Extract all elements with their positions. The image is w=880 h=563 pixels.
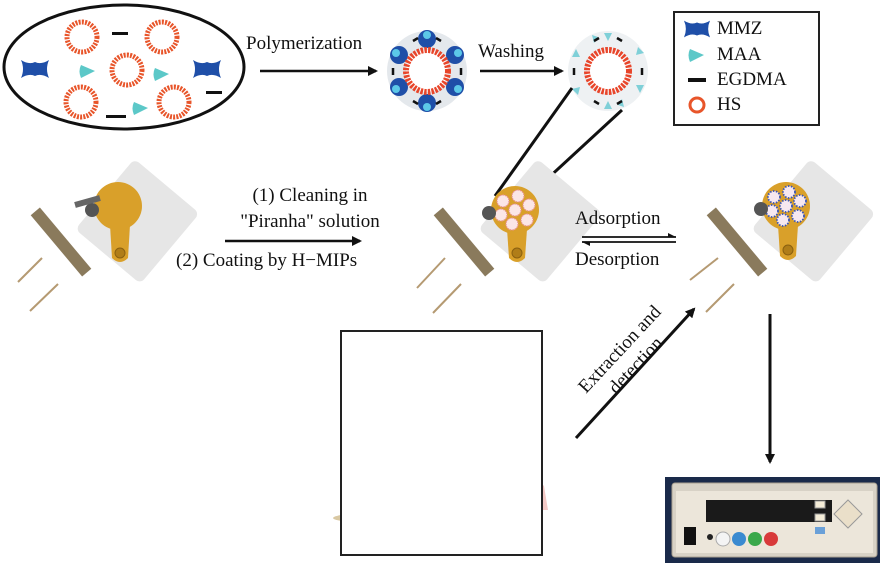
egdma-dash-icon: [683, 69, 711, 91]
legend-label: HS: [717, 94, 742, 115]
legend-label: MAA: [717, 44, 762, 65]
egdma-molecule: [112, 32, 128, 35]
imprinted-particle: [568, 31, 648, 111]
maa-triangle-icon: [683, 44, 711, 66]
polymerization-label: Polymerization: [246, 33, 363, 54]
legend-item-hs: HS: [683, 93, 741, 117]
prepolymerization-mixture: [2, 3, 246, 131]
adsorption-label: Adsorption: [575, 208, 661, 229]
hs-ring-icon: [683, 94, 711, 116]
legend-label: EGDMA: [717, 69, 787, 90]
extraction-arrow: [574, 307, 696, 440]
sample-sources-box: [340, 330, 543, 556]
equilibrium-arrows: [582, 233, 676, 246]
qcm-instrument-image: [665, 477, 880, 563]
coated-qcm-sensor: [416, 161, 601, 314]
egdma-molecule: [206, 91, 222, 94]
legend-label: MMZ: [717, 18, 763, 39]
polymerized-particle: [387, 30, 467, 112]
legend: MMZ MAA EGDMA HS: [673, 11, 820, 126]
callout-line: [493, 87, 574, 197]
loaded-qcm-sensor: [689, 161, 874, 313]
coating-label: (2) Coating by H−MIPs: [176, 250, 358, 271]
desorption-label: Desorption: [575, 249, 660, 270]
mmz-molecule: [21, 60, 49, 78]
mmz-icon: [683, 18, 711, 40]
cleaning-label-line1: (1) Cleaning in: [252, 185, 368, 206]
bare-qcm-sensor: [17, 161, 198, 312]
cleaning-label-line2: "Piranha" solution: [240, 211, 380, 232]
washing-label: Washing: [478, 41, 545, 62]
egdma-molecule: [106, 115, 126, 118]
mmz-molecule: [193, 60, 221, 78]
legend-item-mmz: MMZ: [683, 17, 762, 41]
legend-item-maa: MAA: [683, 43, 761, 67]
legend-item-egdma: EGDMA: [683, 68, 787, 92]
